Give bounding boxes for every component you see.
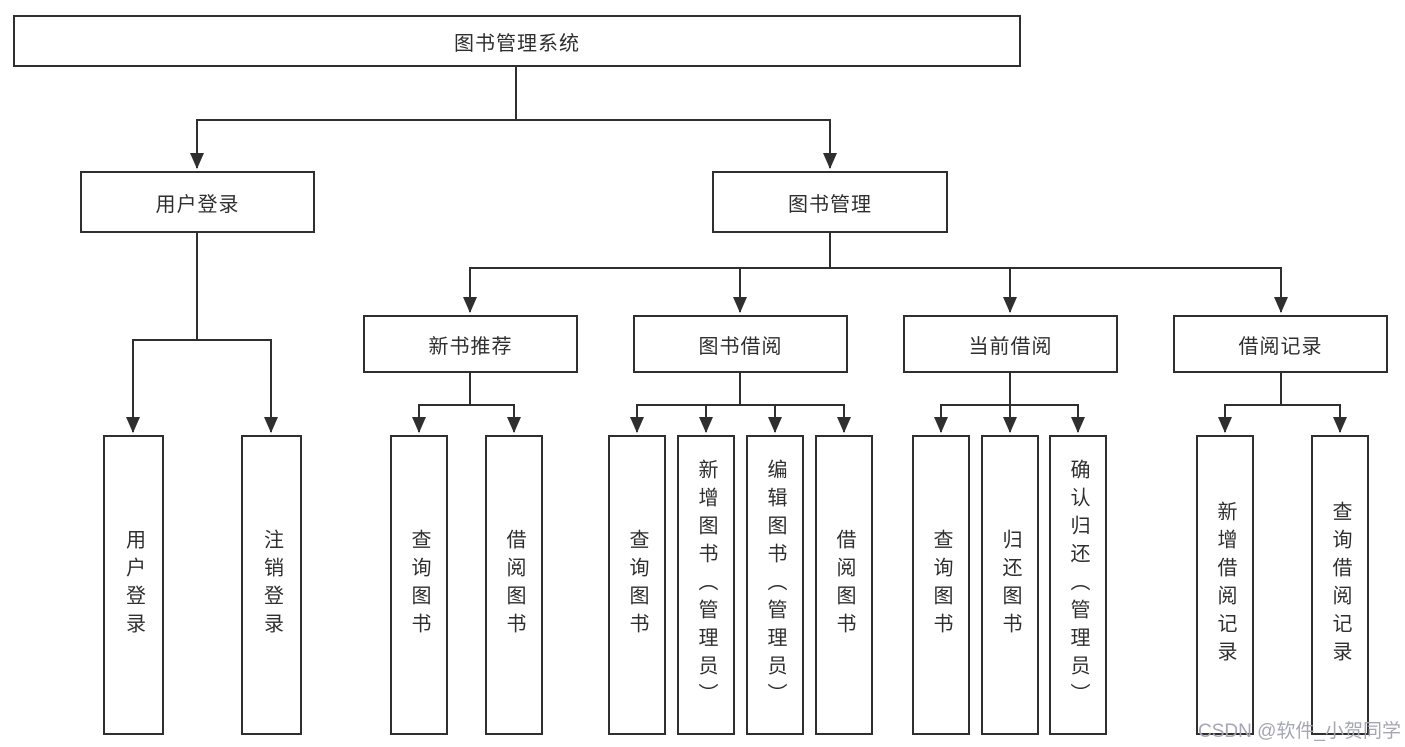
node-new-books-label: 新书推荐 [428, 335, 513, 358]
node-user-login: 用户登录 [80, 171, 315, 233]
leaf-bb-edit-books: 编辑图书（管理员） [746, 435, 804, 735]
node-borrow-records-label: 借阅记录 [1238, 335, 1323, 358]
leaf-br-add-record: 新增借阅记录 [1196, 435, 1254, 735]
leaf-logout-label: 注销登录 [260, 529, 283, 641]
leaf-user-login: 用户登录 [103, 435, 164, 735]
leaf-cb-query-books: 查询图书 [912, 435, 970, 735]
node-book-borrow-label: 图书借阅 [698, 335, 783, 358]
leaf-br-query-record-label: 查询借阅记录 [1329, 501, 1351, 669]
node-book-borrow: 图书借阅 [633, 315, 848, 373]
node-book-mgmt-label: 图书管理 [788, 193, 872, 216]
leaf-cb-confirm-return-label: 确认归还（管理员） [1067, 459, 1089, 711]
leaf-nb-query-books-label: 查询图书 [408, 529, 430, 641]
leaf-nb-borrow-books-label: 借阅图书 [503, 529, 525, 641]
leaf-bb-add-books: 新增图书（管理员） [677, 435, 735, 735]
leaf-br-query-record: 查询借阅记录 [1311, 435, 1369, 735]
leaf-br-add-record-label: 新增借阅记录 [1214, 501, 1236, 669]
node-new-books: 新书推荐 [363, 315, 578, 373]
node-root: 图书管理系统 [13, 15, 1021, 67]
node-root-label: 图书管理系统 [454, 32, 580, 55]
csdn-watermark: CSDN @软件_小贺同学 [1198, 721, 1401, 742]
leaf-nb-query-books: 查询图书 [390, 435, 448, 735]
leaf-cb-return-books-label: 归还图书 [999, 529, 1021, 641]
node-borrow-records: 借阅记录 [1173, 315, 1388, 373]
node-user-login-label: 用户登录 [155, 193, 240, 216]
leaf-cb-confirm-return: 确认归还（管理员） [1049, 435, 1107, 735]
node-current-borrow: 当前借阅 [903, 315, 1118, 373]
leaf-bb-borrow-books-label: 借阅图书 [833, 529, 855, 641]
leaf-user-login-label: 用户登录 [122, 529, 145, 641]
leaf-bb-borrow-books: 借阅图书 [815, 435, 873, 735]
leaf-logout: 注销登录 [241, 435, 302, 735]
leaf-bb-edit-books-label: 编辑图书（管理员） [764, 459, 786, 711]
leaf-bb-add-books-label: 新增图书（管理员） [695, 459, 717, 711]
leaf-bb-query-books-label: 查询图书 [626, 529, 648, 641]
node-current-borrow-label: 当前借阅 [968, 335, 1053, 358]
leaf-cb-query-books-label: 查询图书 [930, 529, 952, 641]
leaf-bb-query-books: 查询图书 [608, 435, 666, 735]
leaf-nb-borrow-books: 借阅图书 [485, 435, 543, 735]
node-book-mgmt: 图书管理 [712, 171, 948, 233]
leaf-cb-return-books: 归还图书 [981, 435, 1039, 735]
